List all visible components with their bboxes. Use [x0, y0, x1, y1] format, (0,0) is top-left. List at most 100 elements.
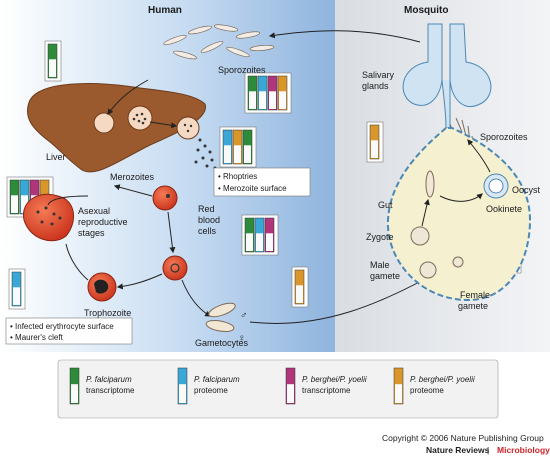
sporozoites-human-label: Sporozoites — [218, 65, 266, 75]
book-stack-gametocytes-book-0-pages — [246, 233, 253, 251]
sporozoites-human-cells — [163, 24, 275, 60]
legend-book-0-pages — [71, 384, 78, 403]
arrow-to-human — [268, 30, 421, 43]
book-stack-merozoites-book-1-pages — [234, 145, 241, 163]
male-gamete-cell — [419, 261, 437, 279]
book-stack-sporozoites-book-3-pages — [279, 91, 286, 109]
book-stack-sporozoites-book-1-pages — [259, 91, 266, 109]
rbc-label-3: cells — [198, 226, 217, 236]
mosquito-title: Mosquito — [404, 5, 448, 16]
arrow-merozoite-to-asexual — [113, 184, 153, 197]
book-stack-sporozoites — [244, 72, 292, 114]
liver-organ — [27, 83, 206, 173]
female-gamete-cell — [452, 256, 464, 268]
human-title: Human — [148, 5, 182, 16]
arrow-ring-to-trophozoite — [116, 273, 163, 290]
salivary-label-1: Salivary — [362, 70, 395, 80]
sporozoites-mosquito-label: Sporozoites — [480, 132, 528, 142]
asexual-label-1: Asexual — [78, 206, 110, 216]
copyright-text: Copyright © 2006 Nature Publishing Group — [382, 433, 544, 443]
book-stack-asexual-book-0-pages — [11, 195, 18, 213]
arrow-rbc-to-ring — [167, 211, 176, 254]
oocyst-inner — [488, 178, 504, 194]
ring-stage — [170, 263, 180, 273]
legend-type-3: proteome — [410, 386, 444, 395]
liver-schizont-dots — [132, 112, 193, 133]
midgut — [386, 127, 532, 302]
male-gamete-label-1: Male — [370, 260, 390, 270]
book-stack-trophozoite — [8, 268, 26, 310]
legend-species-0: P. falciparum — [86, 375, 132, 384]
male-gamete-label-2: gamete — [370, 271, 400, 281]
legend-type-0: transcriptome — [86, 386, 135, 395]
liver-cell-2 — [127, 105, 153, 131]
rbc-label-2: blood — [198, 215, 220, 225]
legend-book-1-pages — [179, 384, 186, 403]
arrow-cycle-a — [47, 195, 89, 206]
merozoite-surface-label-box: • Merozoite surface — [218, 184, 287, 193]
book-stack-ookinete — [366, 121, 384, 163]
schizont-cell — [23, 193, 74, 242]
legend-type-1: proteome — [194, 386, 228, 395]
book-stack-merozoites — [219, 126, 257, 168]
ring-rbc — [162, 255, 188, 281]
book-stack-sporozoites-book-2-pages — [269, 91, 276, 109]
book-stack-asexual-book-1-pages — [21, 195, 28, 213]
arrow-cycle-b — [65, 243, 89, 281]
book-stack-gametes — [291, 266, 309, 308]
merozoites-label: Merozoites — [110, 172, 155, 182]
book-stack-liver-book-0-pages — [49, 59, 56, 77]
trophozoite-callout — [5, 317, 133, 345]
gametocyte-female — [205, 320, 235, 332]
arrow-to-gametocytes — [181, 279, 212, 317]
merozoite-rbc — [152, 185, 178, 211]
journal-separator: | — [487, 445, 489, 455]
book-stack-liver — [44, 40, 62, 82]
legend-frame — [57, 359, 499, 419]
zygote-label: Zygote — [366, 232, 394, 242]
book-stack-gametocytes-book-2-pages — [266, 233, 273, 251]
zygote-cell — [410, 226, 430, 246]
asexual-label-2: reproductive — [78, 217, 128, 227]
book-stack-ookinete-book-0-pages — [371, 140, 378, 158]
maurers-cleft-label: • Maurer's cleft — [10, 333, 64, 342]
male-symbol: ♂ — [240, 310, 248, 321]
gut-label: Gut — [378, 200, 393, 210]
rbc-label-1: Red — [198, 204, 215, 214]
legend-species-3: P. berghei/P. yoelii — [410, 375, 475, 384]
arrow-liver-stage — [149, 121, 178, 129]
gametocytes-label: Gametocytes — [195, 338, 249, 348]
ookinete-cell — [425, 170, 435, 198]
book-stack-gametocytes-book-1-pages — [256, 233, 263, 251]
book-stack-gametes-book-0-pages — [296, 285, 303, 303]
liver-cell-3 — [176, 116, 200, 140]
oocyst-label: Oocyst — [512, 185, 541, 195]
book-stack-trophozoite-book-0-pages — [13, 287, 20, 305]
trophozoite-label: Trophozoite — [84, 308, 131, 318]
liver-cell-1 — [93, 112, 115, 134]
arrow-ookinete-to-oocyst — [439, 193, 483, 202]
merozoite-callout-box — [213, 167, 311, 197]
gametocyte-male — [208, 302, 236, 318]
schizont-dots — [36, 206, 62, 226]
journal-name: Nature Reviews — [426, 445, 490, 455]
arrow-to-liver — [107, 79, 149, 115]
legend-type-2: transcriptome — [302, 386, 351, 395]
liver-label: Liver — [46, 152, 66, 162]
legend-book-2-pages — [287, 384, 294, 403]
trophozoite-parasite — [94, 279, 109, 294]
female-gamete-label-2: gamete — [458, 301, 488, 311]
legend-species-2: P. berghei/P. yoelii — [302, 375, 367, 384]
rhoptries-label-box: • Rhoptries — [218, 172, 257, 181]
asexual-label-3: stages — [78, 228, 105, 238]
book-stack-sporozoites-book-0-pages — [249, 91, 256, 109]
journal-section: Microbiology — [497, 445, 550, 455]
salivary-label-2: glands — [362, 81, 389, 91]
infected-surface-label: • Infected erythrocyte surface — [10, 322, 114, 331]
arrow-oocyst-to-sporozoites — [467, 139, 491, 173]
female-symbol: ♀ — [238, 333, 246, 344]
book-stack-merozoites-book-2-pages — [244, 145, 251, 163]
